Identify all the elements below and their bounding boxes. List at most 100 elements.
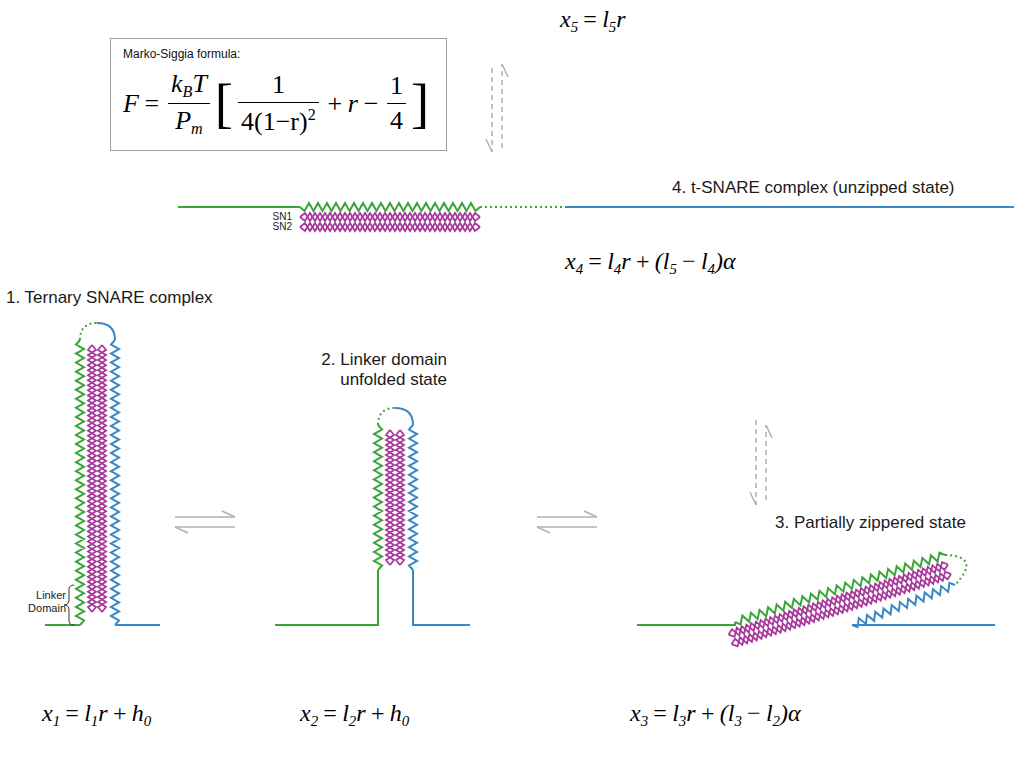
position-equation: x4=l4r+(l5−l4)α bbox=[565, 246, 736, 284]
linker-line bbox=[115, 624, 160, 626]
equation-term: = bbox=[323, 700, 337, 726]
equation-term: + bbox=[636, 248, 650, 274]
snare-helix bbox=[300, 213, 480, 221]
equilibrium-arrow bbox=[765, 425, 767, 500]
equilibrium-arrow bbox=[537, 516, 597, 518]
snare-helix bbox=[88, 345, 96, 612]
equation-term: x bbox=[565, 248, 576, 274]
equation-term: (l bbox=[720, 700, 735, 726]
helix-strand bbox=[409, 425, 417, 570]
equation-term: r bbox=[686, 700, 695, 726]
arrow-barb bbox=[537, 527, 550, 533]
formula-term: 1 bbox=[272, 70, 285, 99]
formula-term: 2 bbox=[308, 106, 316, 123]
equation-term: h bbox=[390, 700, 402, 726]
equation-term: x bbox=[630, 700, 641, 726]
equation-term: 1 bbox=[91, 713, 98, 729]
equation-term: l bbox=[602, 6, 609, 32]
state-title: 2. Linker domain unfolded state bbox=[307, 350, 447, 390]
linker-line bbox=[852, 624, 995, 626]
equation-term: 1 bbox=[53, 713, 60, 729]
formula-box: Marko-Siggia formula:F=kBTPm[14(1−r)2+r−… bbox=[110, 38, 447, 151]
formula-term: = bbox=[145, 89, 160, 119]
formula-term: k bbox=[171, 69, 183, 98]
linker-line bbox=[637, 622, 735, 625]
equilibrium-arrow bbox=[537, 526, 597, 528]
arrow-barb bbox=[750, 492, 756, 505]
snare-helix bbox=[300, 213, 480, 221]
equilibrium-arrow bbox=[175, 516, 235, 518]
denominator: Pm bbox=[168, 104, 210, 138]
hairpin-turn bbox=[97, 323, 115, 340]
linker-line bbox=[275, 570, 378, 625]
arrow-barb bbox=[766, 425, 772, 438]
formula-term: + bbox=[327, 89, 342, 119]
unstructured-segment bbox=[945, 555, 966, 585]
arrow-barb bbox=[486, 139, 492, 152]
equation-term: h bbox=[132, 700, 144, 726]
equation-term: 2 bbox=[349, 713, 356, 729]
formula-term: ] bbox=[411, 77, 429, 132]
equation-term: 4 bbox=[708, 261, 715, 277]
snare-helix bbox=[98, 345, 106, 612]
hairpin-turn bbox=[395, 408, 413, 425]
helix-strand bbox=[111, 340, 119, 625]
equation-term: 3 bbox=[679, 713, 686, 729]
fraction: kBT Pm bbox=[168, 70, 210, 138]
equation-term: x bbox=[560, 6, 571, 32]
denominator: 4 bbox=[387, 104, 406, 136]
formula-heading: Marko-Siggia formula: bbox=[123, 47, 432, 62]
helix-strand bbox=[374, 425, 382, 570]
equilibrium-arrow bbox=[501, 64, 503, 148]
snare-helix bbox=[300, 223, 480, 231]
equation-term: l bbox=[342, 700, 349, 726]
position-equation: x3=l3r+(l3−l2)α bbox=[630, 698, 801, 736]
equation-term: x bbox=[300, 700, 311, 726]
snare-helix bbox=[98, 345, 106, 612]
equation-term: (l bbox=[655, 248, 670, 274]
equation-term: = bbox=[588, 248, 602, 274]
equation-term: )α bbox=[780, 700, 801, 726]
formula-row: F=kBTPm[14(1−r)2+r−14] bbox=[123, 70, 432, 138]
equation-term: 0 bbox=[402, 713, 409, 729]
snare-helix bbox=[300, 223, 480, 231]
numerator: 1 bbox=[387, 72, 406, 104]
equation-term: 0 bbox=[144, 713, 151, 729]
equation-term: 5 bbox=[571, 19, 578, 35]
helix-name: SN2 bbox=[258, 221, 292, 232]
unstructured-segment bbox=[80, 323, 97, 340]
linker-line bbox=[413, 570, 470, 625]
formula-term: − bbox=[364, 89, 379, 119]
formula-term: 4 bbox=[390, 106, 403, 135]
snare-helix bbox=[729, 564, 949, 637]
equation-term: )α bbox=[715, 248, 736, 274]
snare-helix bbox=[396, 430, 404, 565]
equation-term: r bbox=[616, 6, 625, 32]
snare-helix bbox=[88, 345, 96, 612]
state-title: 4. t-SNARE complex (unzipped state) bbox=[672, 178, 955, 198]
linker-line bbox=[45, 624, 80, 626]
linker-line bbox=[565, 206, 1014, 208]
snare-helix bbox=[732, 573, 952, 646]
formula-term: T bbox=[192, 69, 206, 98]
equation-term: r bbox=[98, 700, 107, 726]
equation-term: + bbox=[701, 700, 715, 726]
equation-term: 2 bbox=[311, 713, 318, 729]
snare-helix bbox=[729, 562, 949, 635]
formula-term: B bbox=[183, 83, 193, 100]
equation-term: l bbox=[607, 248, 614, 274]
formula-term: F bbox=[123, 89, 139, 119]
equation-term: + bbox=[113, 700, 127, 726]
fraction: 14(1−r)2 bbox=[238, 71, 319, 136]
equation-term: − bbox=[682, 248, 696, 274]
equation-term: l bbox=[84, 700, 91, 726]
equation-term: 2 bbox=[773, 713, 780, 729]
equation-term: x bbox=[42, 700, 53, 726]
equation-term: 5 bbox=[669, 261, 676, 277]
linker-line bbox=[178, 206, 300, 208]
formula-term: [ bbox=[215, 77, 233, 132]
equation-term: r bbox=[356, 700, 365, 726]
arrow-barb bbox=[175, 527, 188, 533]
equation-term: 4 bbox=[576, 261, 583, 277]
